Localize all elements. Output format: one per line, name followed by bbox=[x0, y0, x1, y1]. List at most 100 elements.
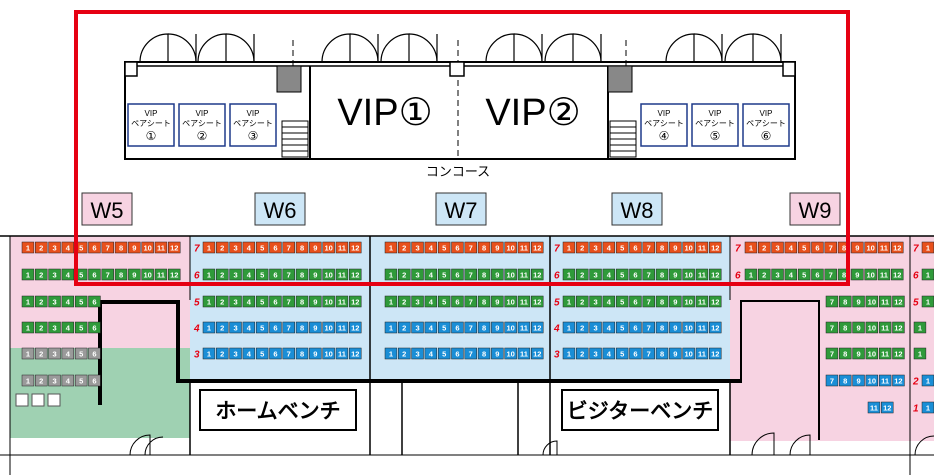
seat[interactable]: 7 bbox=[825, 374, 839, 387]
seat[interactable]: 12 bbox=[709, 268, 722, 281]
seat[interactable]: 12 bbox=[531, 241, 544, 254]
seat[interactable]: 6 bbox=[811, 241, 824, 254]
seat[interactable]: 5 bbox=[797, 241, 811, 254]
seat[interactable]: 3 bbox=[229, 347, 242, 360]
seat[interactable]: 2 bbox=[576, 347, 589, 360]
seat[interactable]: 1 bbox=[913, 347, 927, 360]
seat[interactable]: 11 bbox=[335, 295, 349, 308]
seat[interactable]: 12 bbox=[892, 295, 905, 308]
seat[interactable]: 11 bbox=[695, 268, 709, 281]
seat[interactable]: 7 bbox=[642, 268, 655, 281]
seat[interactable]: 8 bbox=[477, 321, 491, 334]
seat[interactable]: 5 bbox=[437, 268, 451, 281]
seat[interactable]: 4 bbox=[242, 295, 256, 308]
seat[interactable]: 4 bbox=[242, 241, 256, 254]
seat[interactable]: 2 bbox=[576, 295, 589, 308]
seat[interactable]: 10 bbox=[682, 295, 695, 308]
seat[interactable]: 4 bbox=[602, 268, 616, 281]
seat[interactable]: 6 bbox=[451, 268, 464, 281]
seat[interactable]: 9 bbox=[309, 347, 322, 360]
seat[interactable]: 9 bbox=[669, 268, 682, 281]
seat[interactable]: 1 bbox=[21, 321, 35, 334]
seat[interactable]: 8 bbox=[114, 241, 128, 254]
seat[interactable]: 3 bbox=[48, 268, 61, 281]
seat[interactable]: 8 bbox=[839, 295, 852, 308]
seat[interactable]: 9 bbox=[669, 321, 682, 334]
seat[interactable]: 5 bbox=[437, 295, 451, 308]
seat[interactable]: 11 bbox=[335, 347, 349, 360]
seat[interactable]: 1 bbox=[913, 321, 927, 334]
seat[interactable]: 8 bbox=[477, 347, 491, 360]
seat[interactable]: 8 bbox=[655, 347, 669, 360]
seat[interactable]: 2 bbox=[398, 321, 411, 334]
seat[interactable]: 11 bbox=[517, 347, 531, 360]
seat[interactable]: 10 bbox=[682, 241, 695, 254]
seat[interactable]: 3 bbox=[48, 374, 61, 387]
seat[interactable]: 2 bbox=[398, 241, 411, 254]
seat[interactable]: 5 bbox=[255, 241, 269, 254]
seat[interactable]: 3 bbox=[411, 295, 424, 308]
seat[interactable]: 1 bbox=[744, 268, 758, 281]
seat[interactable]: 2 bbox=[35, 241, 48, 254]
seat[interactable]: 1 bbox=[562, 295, 576, 308]
seat[interactable]: 2 bbox=[35, 347, 48, 360]
seat[interactable]: 1 bbox=[562, 321, 576, 334]
seat[interactable]: 11 bbox=[867, 401, 881, 414]
seat[interactable]: 4 bbox=[602, 241, 616, 254]
seat[interactable]: 2 bbox=[35, 374, 48, 387]
seat[interactable]: 6 bbox=[629, 241, 642, 254]
seat[interactable]: 9 bbox=[309, 295, 322, 308]
seat[interactable]: 10 bbox=[504, 347, 517, 360]
seat[interactable]: 12 bbox=[531, 268, 544, 281]
seat[interactable]: 7 bbox=[464, 347, 477, 360]
vip-room-1-label[interactable]: VIP① bbox=[337, 92, 432, 134]
seat[interactable]: 5 bbox=[437, 347, 451, 360]
seat[interactable]: 6 bbox=[269, 347, 282, 360]
seat[interactable]: 12 bbox=[349, 268, 362, 281]
seat[interactable]: 5 bbox=[437, 321, 451, 334]
seat[interactable]: 4 bbox=[784, 268, 798, 281]
seat[interactable]: 3 bbox=[411, 347, 424, 360]
seat[interactable]: 3 bbox=[411, 241, 424, 254]
seat[interactable]: 12 bbox=[892, 347, 905, 360]
seat[interactable]: 4 bbox=[602, 321, 616, 334]
seat[interactable]: 5 bbox=[74, 295, 88, 308]
seat[interactable]: 1 bbox=[202, 347, 216, 360]
seat[interactable]: 11 bbox=[335, 268, 349, 281]
seat[interactable]: 4 bbox=[61, 295, 75, 308]
seat[interactable]: 2 bbox=[576, 241, 589, 254]
seat[interactable]: 4 bbox=[61, 347, 75, 360]
seat[interactable]: 9 bbox=[851, 241, 864, 254]
seat[interactable]: 2 bbox=[216, 347, 229, 360]
seat[interactable]: 10 bbox=[322, 295, 335, 308]
seat[interactable]: 4 bbox=[242, 268, 256, 281]
seat[interactable]: 11 bbox=[877, 268, 891, 281]
seat[interactable]: 2 bbox=[216, 295, 229, 308]
seat[interactable]: 11 bbox=[878, 295, 892, 308]
seat[interactable]: 1 bbox=[562, 241, 576, 254]
vip-room-2-label[interactable]: VIP② bbox=[485, 92, 580, 134]
seat[interactable]: 10 bbox=[682, 321, 695, 334]
seat[interactable]: 12 bbox=[881, 401, 894, 414]
seat[interactable]: 8 bbox=[477, 268, 491, 281]
seat[interactable]: 2 bbox=[576, 321, 589, 334]
seat[interactable]: 11 bbox=[517, 241, 531, 254]
seat[interactable]: 2 bbox=[216, 241, 229, 254]
seat[interactable]: 2 bbox=[35, 295, 48, 308]
seat[interactable]: 1 bbox=[384, 268, 398, 281]
seat[interactable]: 10 bbox=[322, 321, 335, 334]
seat[interactable]: 10 bbox=[141, 241, 154, 254]
seat[interactable]: 8 bbox=[477, 241, 491, 254]
seat[interactable]: 9 bbox=[852, 295, 865, 308]
seat[interactable]: 3 bbox=[589, 347, 602, 360]
seat[interactable]: 10 bbox=[864, 268, 877, 281]
section-w7-label[interactable]: W7 bbox=[445, 198, 478, 223]
seat[interactable]: 1 bbox=[384, 241, 398, 254]
seat[interactable]: 4 bbox=[424, 268, 438, 281]
seat[interactable]: 7 bbox=[642, 295, 655, 308]
seat[interactable]: 3 bbox=[48, 241, 61, 254]
seat[interactable]: 7 bbox=[825, 295, 839, 308]
